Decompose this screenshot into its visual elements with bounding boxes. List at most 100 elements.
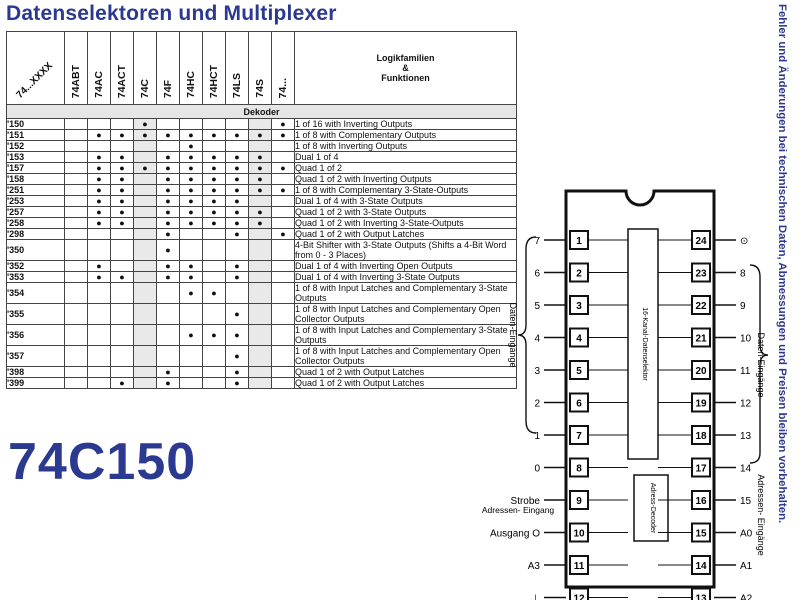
supported-dot: ● [179, 151, 203, 163]
empty-cell [248, 377, 272, 389]
empty-cell [64, 271, 88, 283]
function-table: 74...XXXX 74ABT 74AC 74ACT 74C 74F 74HC … [6, 31, 517, 389]
empty-cell [271, 260, 295, 272]
pinout-diagram: 16-Kanal-Datenselektor Adress-Decoder 17… [482, 189, 769, 600]
empty-cell [64, 129, 88, 141]
supported-dot: ● [225, 151, 249, 163]
empty-cell [271, 345, 295, 367]
pin-number: 17 [695, 464, 707, 475]
supported-dot: ● [156, 173, 180, 185]
family-header: 74C [133, 31, 157, 105]
supported-dot: ● [110, 129, 134, 141]
supported-dot: ● [87, 260, 111, 272]
supported-dot: ● [179, 324, 203, 346]
part-code-cell: '150 [6, 118, 65, 130]
empty-cell [271, 271, 295, 283]
function-description: Dual 1 of 4 [294, 151, 517, 163]
supported-dot: ● [225, 377, 249, 389]
supported-dot: ● [87, 271, 111, 283]
empty-cell [64, 377, 88, 389]
multiplexer-block-label: 16-Kanal-Datenselektor [641, 307, 648, 381]
supported-dot: ● [225, 195, 249, 207]
empty-cell [133, 228, 157, 240]
empty-cell [133, 282, 157, 304]
family-header: 74AC [87, 31, 111, 105]
pin-number: 16 [695, 496, 707, 507]
supported-dot: ● [225, 173, 249, 185]
empty-cell [87, 377, 111, 389]
empty-cell [110, 366, 134, 378]
supported-dot: ● [133, 118, 157, 130]
function-description: Quad 1 of 2 with Output Latches [294, 377, 517, 389]
supported-dot: ● [202, 206, 226, 218]
empty-cell [271, 195, 295, 207]
empty-cell [64, 184, 88, 196]
table-row: '153●●●●●●●Dual 1 of 4 [6, 151, 517, 163]
data-inputs-brace-right [749, 264, 769, 464]
function-header-line: & [402, 63, 409, 73]
function-description: Quad 1 of 2 with Inverting 3-State-Outpu… [294, 217, 517, 229]
supported-dot: ● [225, 366, 249, 378]
function-description: Dual 1 of 4 with Inverting 3-State Outpu… [294, 271, 517, 283]
empty-cell [87, 303, 111, 325]
multiplexer-block [627, 228, 659, 460]
address-inputs-label: Adressen- Eingänge [756, 474, 766, 556]
empty-cell [110, 324, 134, 346]
supported-dot: ● [248, 184, 272, 196]
supported-dot: ● [156, 239, 180, 261]
empty-cell [133, 206, 157, 218]
supported-dot: ● [179, 260, 203, 272]
section-row: Dekoder [6, 104, 517, 119]
empty-cell [248, 239, 272, 261]
function-description: Dual 1 of 4 with Inverting Open Outputs [294, 260, 517, 272]
pin-number: 18 [695, 431, 707, 442]
table-row: '355●1 of 8 with Input Latches and Compl… [6, 303, 517, 325]
supported-dot: ● [225, 206, 249, 218]
empty-cell [202, 118, 226, 130]
family-header: 74... [271, 31, 295, 105]
table-body: Dekoder '150●●1 of 16 with Inverting Out… [6, 104, 517, 389]
part-code-cell: '258 [6, 217, 65, 229]
supported-dot: ● [110, 151, 134, 163]
family-label: 74LS [231, 72, 243, 98]
part-number: 74C150 [8, 433, 197, 491]
empty-cell [271, 324, 295, 346]
empty-cell [248, 271, 272, 283]
part-code-cell: '350 [6, 239, 65, 261]
pin-number: 1 [576, 236, 582, 247]
supported-dot: ● [133, 129, 157, 141]
table-row: '354●●1 of 8 with Input Latches and Comp… [6, 282, 517, 304]
empty-cell [133, 184, 157, 196]
supported-dot: ● [202, 195, 226, 207]
pin-number: 2 [576, 269, 582, 280]
pin-number: 4 [576, 334, 582, 345]
family-label: 74ACT [116, 64, 128, 98]
pin-label: 3 [534, 366, 540, 377]
empty-cell [133, 151, 157, 163]
empty-cell [156, 282, 180, 304]
empty-cell [156, 140, 180, 152]
empty-cell [87, 282, 111, 304]
function-description: 4-Bit Shifter with 3-State Outputs (Shif… [294, 239, 517, 261]
empty-cell [110, 239, 134, 261]
supported-dot: ● [248, 151, 272, 163]
part-code-cell: '151 [6, 129, 65, 141]
pin-number: 8 [576, 464, 582, 475]
empty-cell [271, 282, 295, 304]
supported-dot: ● [156, 151, 180, 163]
supported-dot: ● [248, 173, 272, 185]
pin-label: 1 [534, 431, 540, 442]
function-header-line: Funktionen [381, 73, 430, 83]
function-description: 1 of 8 with Complementary Outputs [294, 129, 517, 141]
pin-label: Strobe [511, 496, 541, 507]
pin-label: ⊥ [531, 594, 540, 600]
family-label: 74AC [93, 71, 105, 98]
family-label: 74HCT [208, 64, 220, 98]
empty-cell [271, 377, 295, 389]
pin-number: 5 [576, 366, 582, 377]
empty-cell [87, 239, 111, 261]
supported-dot: ● [156, 228, 180, 240]
address-decoder-label: Adress-Decoder [649, 483, 656, 534]
table-row: '258●●●●●●●Quad 1 of 2 with Inverting 3-… [6, 217, 517, 229]
